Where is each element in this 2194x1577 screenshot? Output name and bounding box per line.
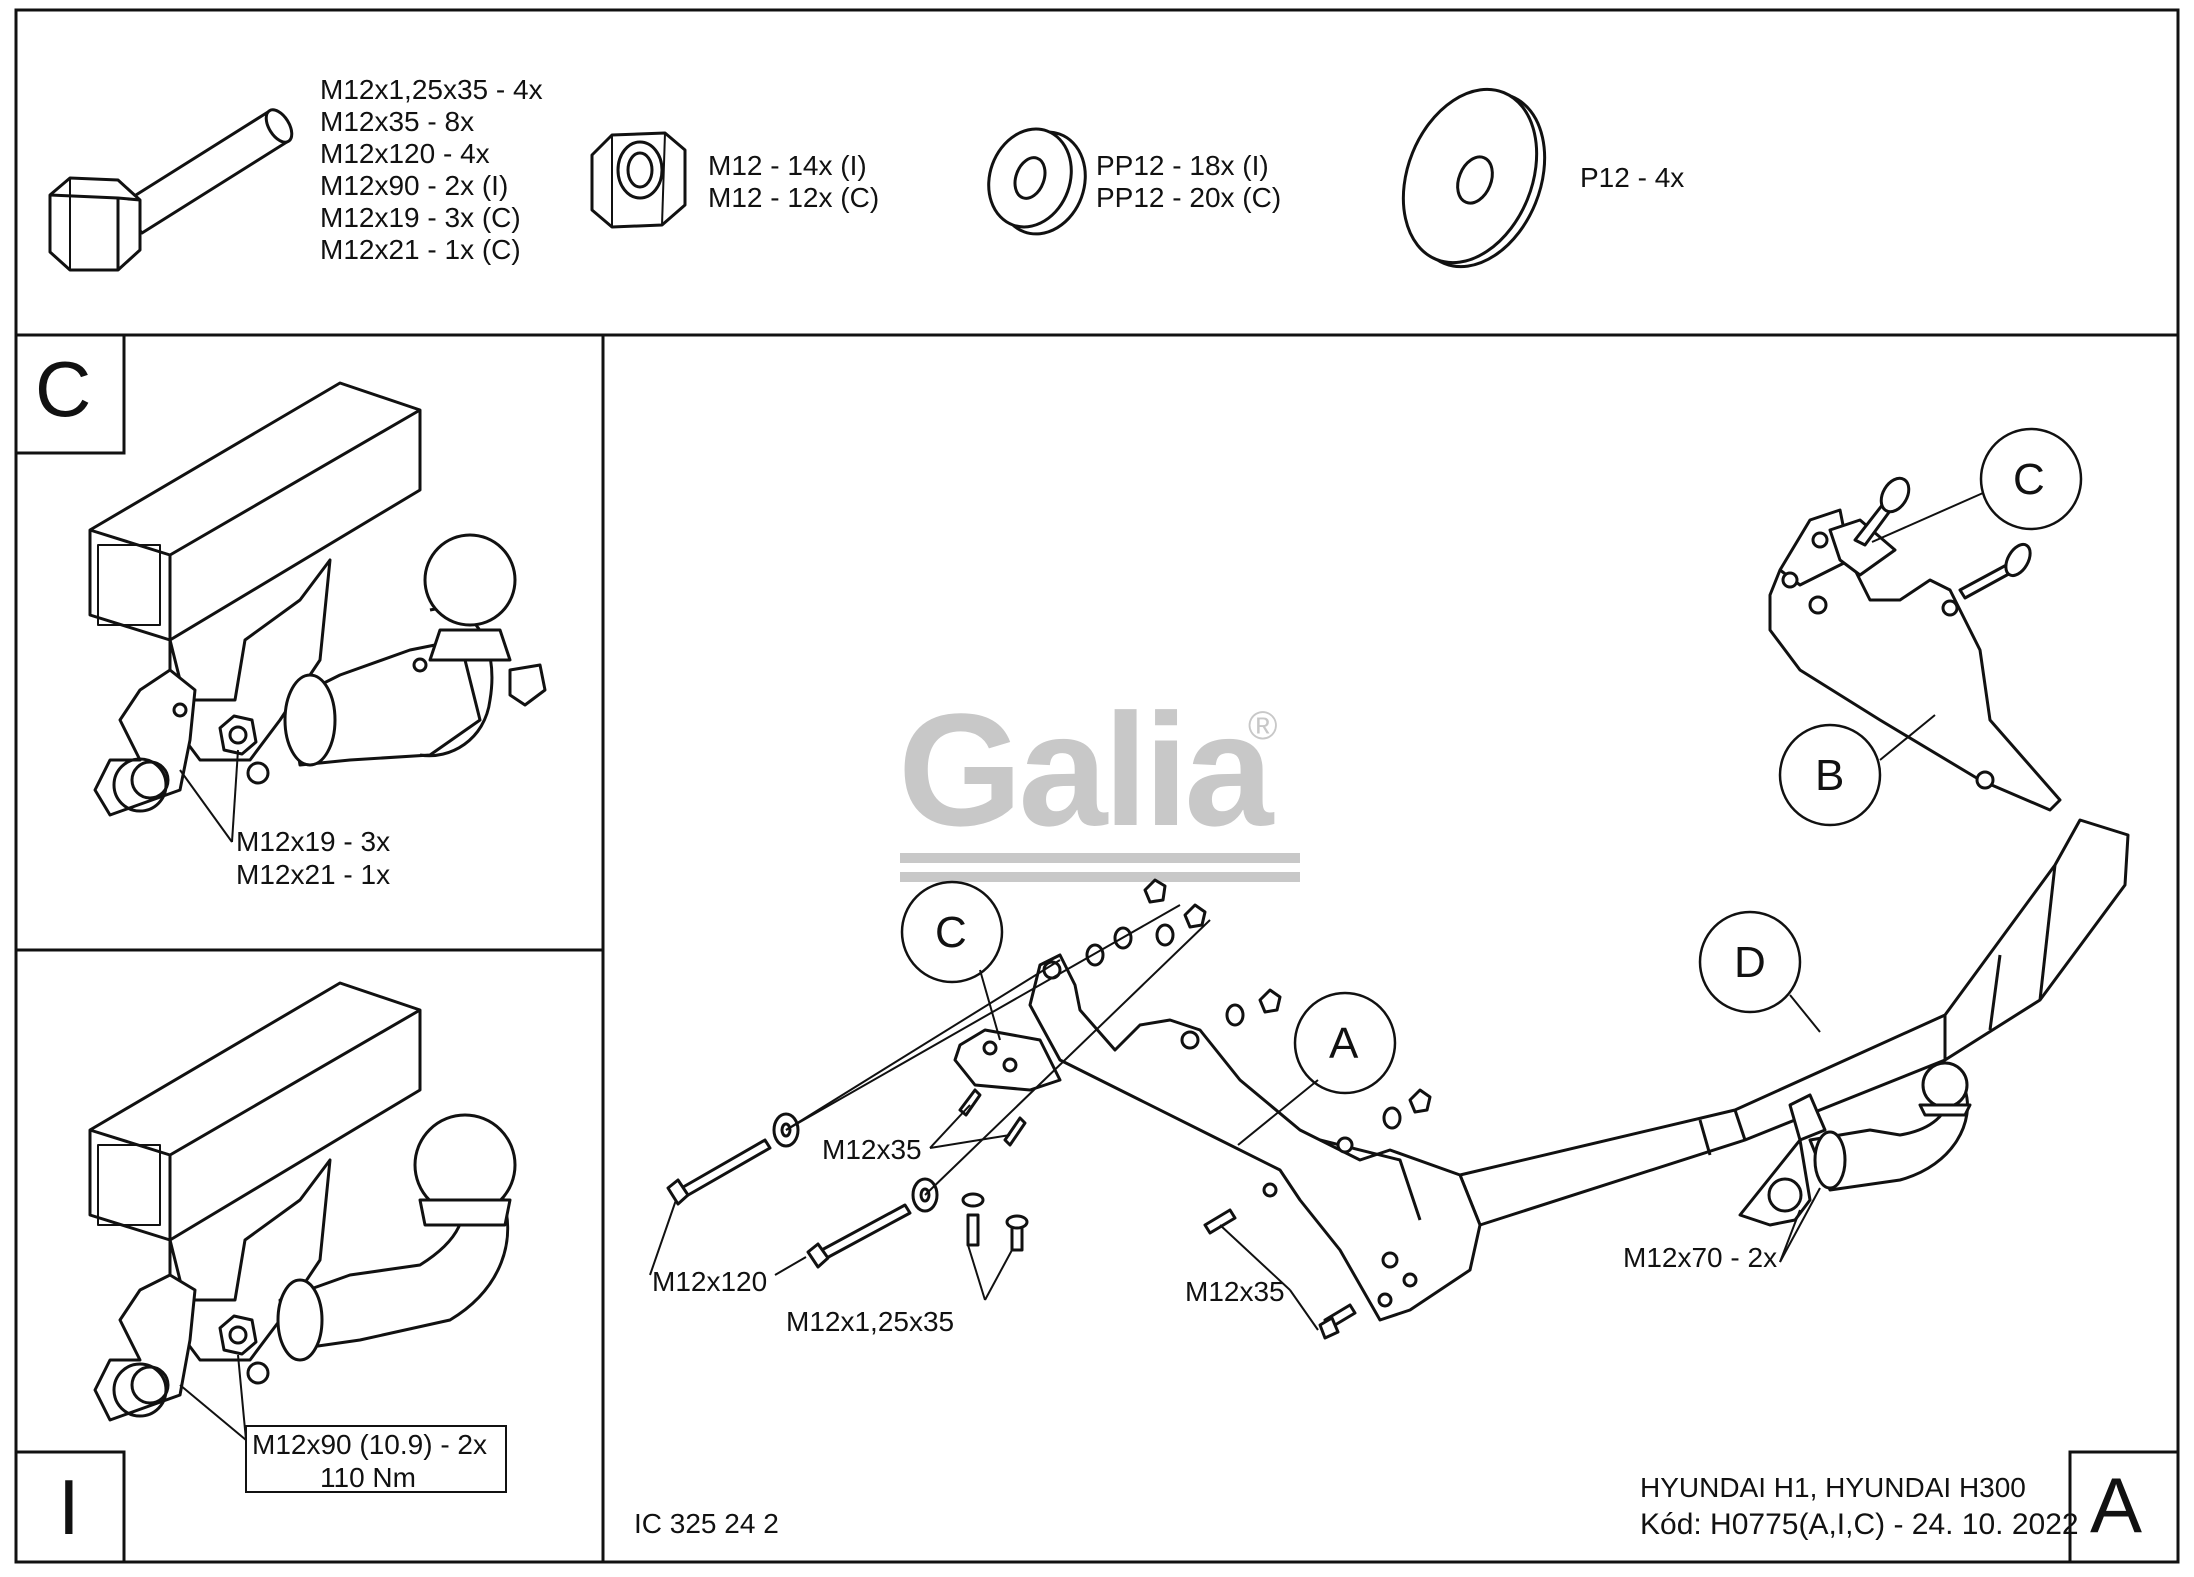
washer-spec: PP12 - 20x (C): [1096, 182, 1282, 213]
label-m12x120: M12x120: [652, 1266, 768, 1297]
panel-c-bolt-label-2: M12x21 - 1x: [236, 859, 391, 890]
panel-c-bolt-label-1: M12x19 - 3x: [236, 826, 391, 857]
panel-i-letter: I: [58, 1463, 80, 1551]
washer-spec: PP12 - 18x (I): [1096, 150, 1269, 181]
bracket-b: [1768, 476, 2062, 812]
panel-i-letter-box: [14, 1450, 126, 1564]
label-m12x35-mid: M12x35: [1185, 1276, 1285, 1307]
large-washer-illustration: [1401, 87, 1547, 269]
label-m12x125x35: M12x1,25x35: [786, 1306, 955, 1337]
callout-a: A: [1329, 1019, 1359, 1068]
label-m12x70: M12x70 - 2x: [1623, 1242, 1778, 1273]
callout-b: B: [1815, 751, 1845, 800]
callout-circles: [900, 427, 2083, 1095]
bolt-spec: M12x1,25x35 - 4x: [320, 74, 543, 105]
vehicle-models: HYUNDAI H1, HYUNDAI H300: [1640, 1472, 2026, 1503]
bolt-spec-list: M12x1,25x35 - 4x M12x35 - 8x M12x120 - 4…: [320, 74, 543, 266]
panel-c-letter-box: [14, 333, 126, 455]
main-leader-lines: [649, 492, 1984, 1331]
nut-illustration: [590, 131, 687, 229]
document-number: IC 325 24 2: [634, 1508, 779, 1539]
washer-spec-list: PP12 - 18x (I) PP12 - 20x (C): [1096, 150, 1281, 214]
label-m12x35-left: M12x35: [822, 1134, 922, 1165]
callout-c-top: C: [2013, 455, 2045, 504]
panel-c-leader-lines: [179, 749, 239, 843]
washer-illustration: [987, 127, 1087, 236]
corner-letter: A: [2090, 1461, 2143, 1549]
panel-i-label-box: [245, 1425, 507, 1493]
bolt-spec: M12x90 - 2x (I): [320, 170, 509, 201]
bolt-spec: M12x21 - 1x (C): [320, 234, 521, 265]
bracket-a: [953, 953, 1482, 1322]
outer-frame: [14, 8, 2180, 1564]
nut-spec-list: M12 - 14x (I) M12 - 12x (C): [708, 150, 879, 214]
galia-logo-text: Galia: [898, 680, 1273, 859]
registered-mark: ®: [1248, 704, 1278, 748]
main-ball-assembly: [1738, 1061, 1972, 1227]
large-washer-spec: P12 - 4x: [1580, 162, 1685, 193]
callout-c-left: C: [935, 908, 967, 957]
panel-c-assembly: [88, 381, 547, 817]
bolt-spec: M12x19 - 3x (C): [320, 202, 521, 233]
code-and-date: Kód: H0775(A,I,C) - 24. 10. 2022: [1640, 1508, 2079, 1541]
panel-c-letter: C: [35, 345, 92, 433]
corner-letter-box: [2068, 1450, 2180, 1564]
panel-i-bolt-label: M12x90 (10.9) - 2x: [252, 1429, 487, 1460]
nut-spec: M12 - 12x (C): [708, 182, 880, 213]
loose-fasteners: [666, 878, 1432, 1340]
callout-d: D: [1734, 938, 1766, 987]
bolt-spec: M12x35 - 8x: [320, 106, 475, 137]
panel-i-assembly: [88, 981, 517, 1422]
panel-i-leader-lines: [179, 1354, 507, 1493]
bolt-spec: M12x120 - 4x: [320, 138, 490, 169]
bolt-illustration: [48, 108, 294, 272]
galia-logo: [900, 853, 1300, 882]
nut-spec: M12 - 14x (I): [708, 150, 867, 181]
panel-i-torque: 110 Nm: [320, 1462, 416, 1493]
